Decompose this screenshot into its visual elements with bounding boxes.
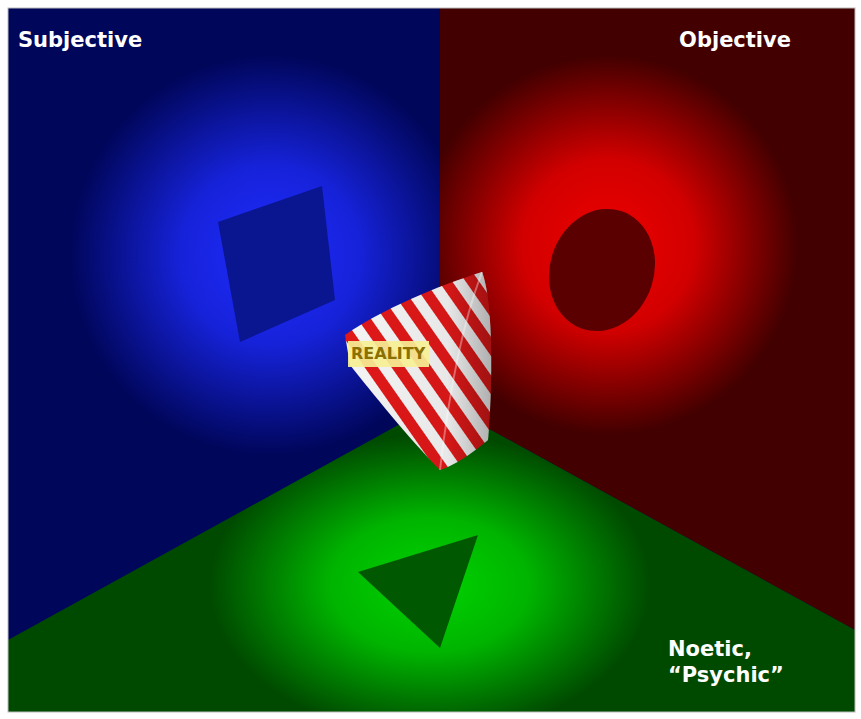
reality-edge <box>440 272 482 470</box>
reality-shading <box>345 272 491 470</box>
wall-label: Subjective <box>18 27 142 53</box>
triangle-shadow <box>358 535 478 648</box>
backdrop <box>8 8 855 712</box>
reality-object <box>345 272 491 470</box>
circle-shadow <box>533 195 670 345</box>
frame <box>8 8 855 712</box>
square-shadow <box>218 186 335 342</box>
wall-label: Objective <box>679 27 791 53</box>
wall-label: Noetic, “Psychic” <box>668 636 808 689</box>
reality-label-box: REALITY <box>348 341 429 367</box>
node-text: REALITY <box>351 344 426 363</box>
